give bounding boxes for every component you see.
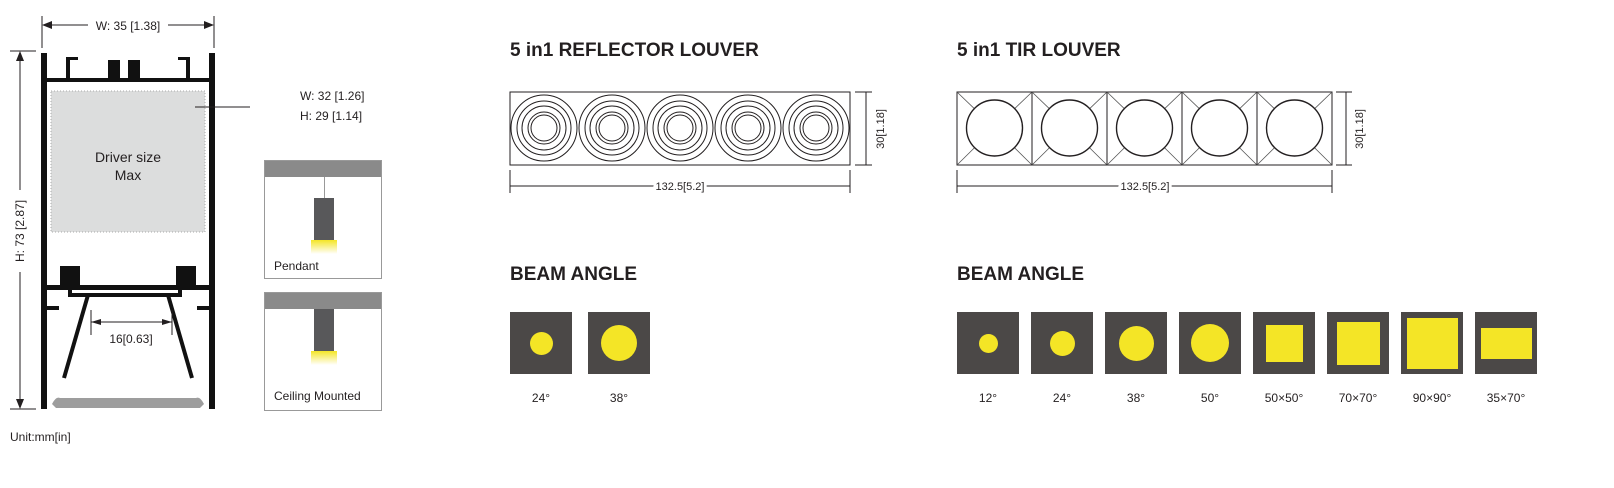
reflector-cup xyxy=(527,111,561,145)
driver-height: H: 29 [1.14] xyxy=(300,109,363,123)
tir-beam-swatch xyxy=(1475,312,1537,374)
reflector-cup xyxy=(598,114,626,142)
tir-beam-label: 70×70° xyxy=(1338,391,1378,405)
reflector-cup xyxy=(595,111,629,145)
beam-spot-circle xyxy=(978,333,998,353)
reflector-louver-drawing: 132.5[5.2] 30[1.18] xyxy=(509,91,887,196)
pendant-fixture-icon xyxy=(314,198,334,240)
diffuser xyxy=(52,397,204,408)
width-dimension: W: 35 [1.38] xyxy=(96,19,160,33)
reflector-cup xyxy=(516,100,572,156)
beam-spot-circle xyxy=(1191,324,1229,362)
beam-spot-square xyxy=(1265,324,1303,362)
reflector-cup xyxy=(802,114,830,142)
driver-area xyxy=(50,90,206,233)
driver-label: Driver size xyxy=(95,149,161,165)
reflector-height-dim: 30[1.18] xyxy=(875,109,887,149)
reflector-cup xyxy=(578,94,646,162)
tir-louver-drawing: 132.5[5.2] 30[1.18] xyxy=(956,91,1366,196)
reflector-beam-title: BEAM ANGLE xyxy=(510,264,638,285)
tir-beam-label: 50×50° xyxy=(1264,391,1304,405)
tir-beam-label: 90×90° xyxy=(1412,391,1452,405)
tir-beam-swatch xyxy=(1253,312,1315,374)
tir-beam-swatch xyxy=(957,312,1019,374)
reflector-cup xyxy=(652,100,708,156)
beam-spot-circle xyxy=(1118,325,1154,361)
tir-lens xyxy=(1115,99,1174,157)
beam-spot-circle xyxy=(529,331,553,355)
ceiling-fixture-icon xyxy=(314,309,334,351)
reflector-cup xyxy=(734,114,762,142)
reflector-cup xyxy=(646,94,714,162)
tir-beam-label: 35×70° xyxy=(1486,391,1526,405)
reflector-cup xyxy=(799,111,833,145)
reflector-beam-swatch xyxy=(588,312,650,374)
reflector-cup xyxy=(720,100,776,156)
tir-cell xyxy=(1256,91,1333,166)
tir-height-dim: 30[1.18] xyxy=(1354,109,1366,149)
reflector-title: 5 in1 REFLECTOR LOUVER xyxy=(510,40,759,61)
beam-spot-square xyxy=(1406,317,1458,369)
light-beam-icon xyxy=(311,240,337,254)
light-beam-icon xyxy=(311,351,337,365)
reflector-cup xyxy=(657,105,703,151)
tir-lens xyxy=(1040,99,1099,157)
driver-label-max: Max xyxy=(115,167,141,183)
reflector-cup xyxy=(584,100,640,156)
tir-beam-swatch xyxy=(1105,312,1167,374)
reflector-cup xyxy=(663,111,697,145)
reflector-cup xyxy=(666,114,694,142)
reflector-cup xyxy=(788,100,844,156)
pendant-mount-card: Pendant xyxy=(264,160,382,279)
tir-title: 5 in1 TIR LOUVER xyxy=(957,40,1121,61)
reflector-cup xyxy=(589,105,635,151)
ceiling-mount-card: Ceiling Mounted xyxy=(264,292,382,411)
reflector-cup xyxy=(714,94,782,162)
reflector-cup xyxy=(793,105,839,151)
reflector-beam-label: 38° xyxy=(609,391,629,405)
tir-beam-label: 38° xyxy=(1126,391,1146,405)
tir-beam-swatch xyxy=(1179,312,1241,374)
unit-label: Unit:mm[in] xyxy=(10,430,71,444)
height-dimension: H: 73 [2.87] xyxy=(13,200,27,262)
ceiling-label: Ceiling Mounted xyxy=(274,389,361,403)
tir-beam-label: 24° xyxy=(1052,391,1072,405)
tir-beam-swatch xyxy=(1031,312,1093,374)
tir-beam-label: 50° xyxy=(1200,391,1220,405)
driver-dimensions: W: 32 [1.26] H: 29 [1.14] xyxy=(300,86,364,126)
reflector-cup xyxy=(510,94,578,162)
reflector-beam-label: 24° xyxy=(531,391,551,405)
pendant-label: Pendant xyxy=(274,259,319,273)
beam-spot-circle xyxy=(601,325,637,361)
tir-length-dim: 132.5[5.2] xyxy=(1121,181,1170,193)
reflector-cup xyxy=(725,105,771,151)
tir-beam-label: 12° xyxy=(978,391,998,405)
reflector-cup xyxy=(530,114,558,142)
tir-beam-swatch xyxy=(1401,312,1463,374)
opening-dimension: 16[0.63] xyxy=(109,332,152,346)
beam-spot-circle xyxy=(1049,330,1075,356)
reflector-cup xyxy=(521,105,567,151)
beam-spot-square xyxy=(1336,321,1380,365)
tir-lens xyxy=(1265,99,1324,157)
profile-cross-section: W: 35 [1.38] H: 73 [2.87] Driver size Ma… xyxy=(10,16,250,410)
tir-lens xyxy=(965,99,1024,157)
reflector-cup xyxy=(782,94,850,162)
reflector-cup xyxy=(731,111,765,145)
tir-beam-swatch xyxy=(1327,312,1389,374)
tir-lens xyxy=(1190,99,1249,157)
reflector-length-dim: 132.5[5.2] xyxy=(656,181,705,193)
beam-spot-rect xyxy=(1480,327,1532,359)
tir-beam-title: BEAM ANGLE xyxy=(957,264,1085,285)
driver-width: W: 32 [1.26] xyxy=(300,89,365,103)
reflector-beam-swatch xyxy=(510,312,572,374)
